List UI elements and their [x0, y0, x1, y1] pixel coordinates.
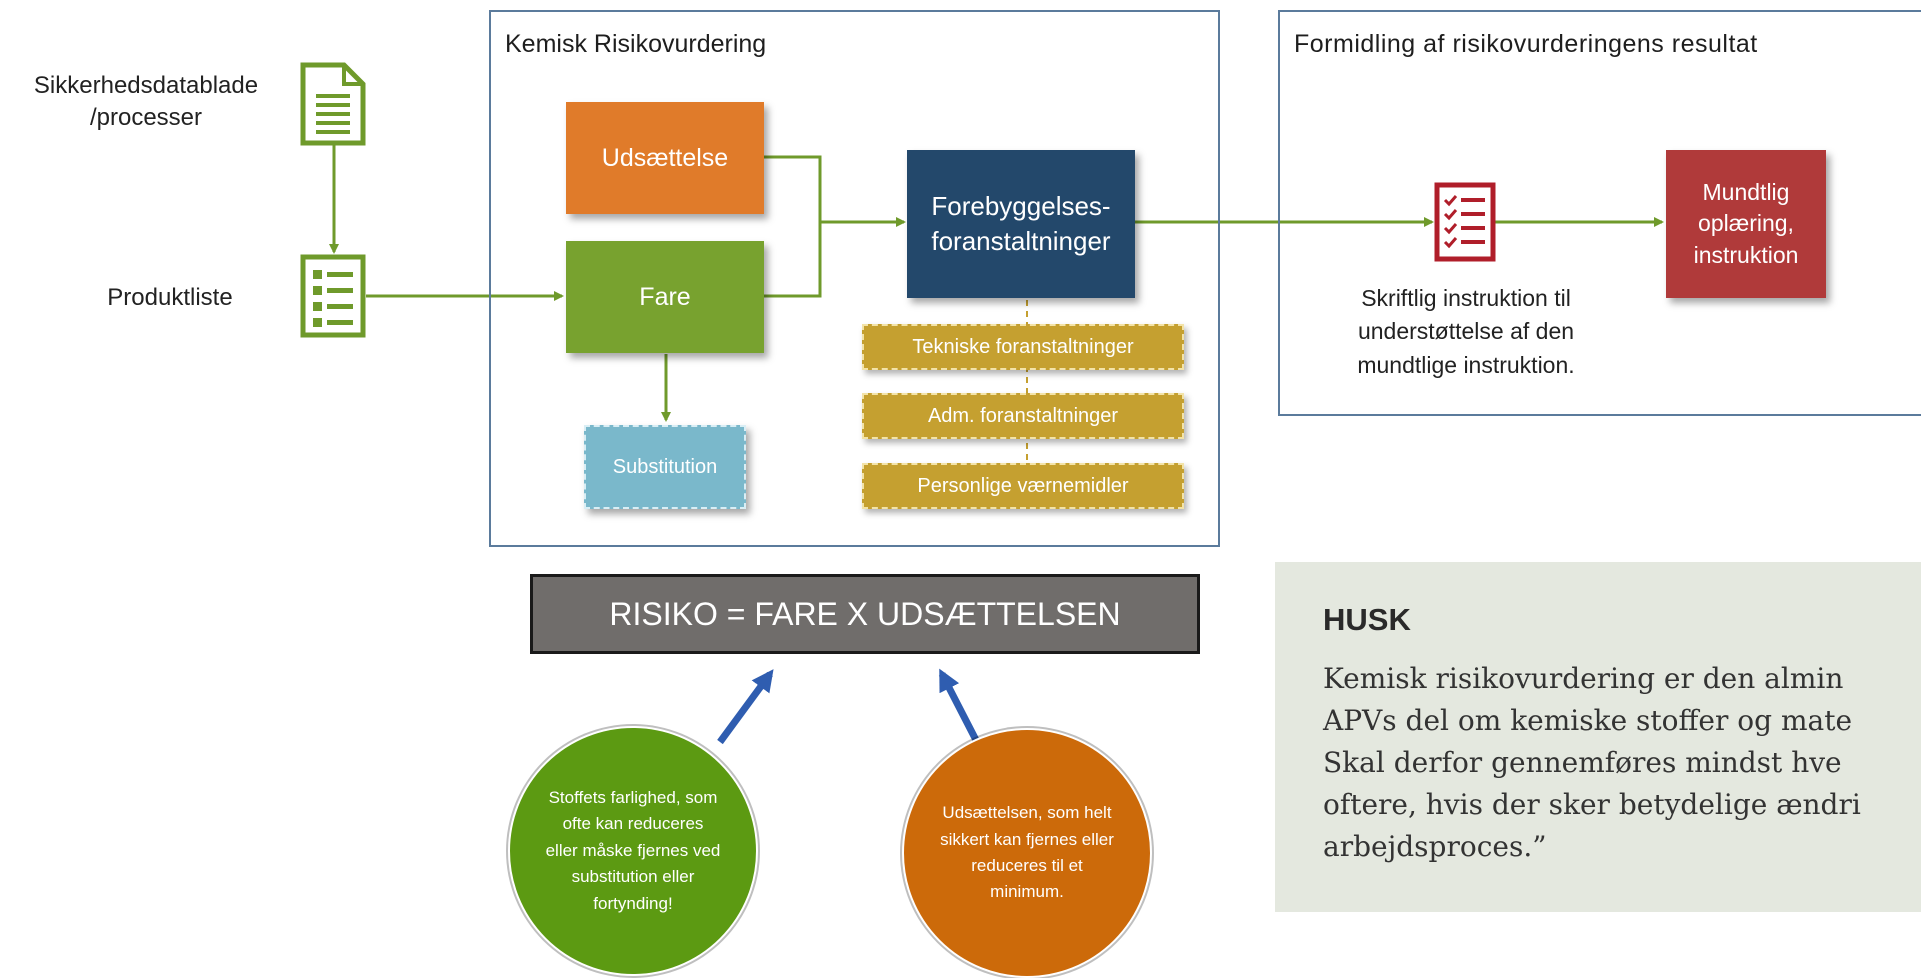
exposure-box: Udsættelse	[566, 102, 764, 214]
hazard-note-text: Stoffets farlighed, som ofte kan reducer…	[545, 788, 721, 913]
risk-formula-text: RISIKO = FARE X UDSÆTTELSEN	[609, 595, 1121, 632]
arrow-exposure-bubble-to-formula	[938, 668, 981, 744]
substitution-box: Substitution	[584, 425, 746, 509]
arrow-hazard-bubble-to-formula	[717, 669, 774, 745]
risk-assessment-panel: Kemisk Risikovurdering	[489, 10, 1220, 547]
measure-ppe-label: Personlige værnemidler	[917, 474, 1129, 497]
measure-administrative: Adm. foranstaltninger	[862, 393, 1184, 439]
measure-ppe: Personlige værnemidler	[862, 463, 1184, 509]
list-icon	[300, 254, 366, 338]
husk-note: HUSK Kemisk risikovurdering er den almin…	[1275, 562, 1921, 912]
substitution-label: Substitution	[612, 455, 718, 478]
risk-formula-box: RISIKO = FARE X UDSÆTTELSEN	[530, 574, 1200, 654]
written-instruction-label: Skriftlig instruktion til understøttelse…	[1357, 285, 1575, 378]
measure-administrative-label: Adm. foranstaltninger	[927, 404, 1119, 427]
document-icon	[300, 62, 366, 146]
hazard-box: Fare	[566, 241, 764, 353]
prevention-label: Forebyggelses- foranstaltninger	[931, 190, 1111, 256]
line-udsaettelse-merge	[764, 155, 822, 222]
sds-label: Sikkerhedsdatablade /processer	[33, 72, 259, 132]
hazard-label: Fare	[639, 282, 691, 311]
exposure-label: Udsættelse	[601, 143, 729, 172]
husk-text: Kemisk risikovurdering er den almin APVs…	[1323, 662, 1861, 863]
measure-technical-label: Tekniske foranstaltninger	[912, 335, 1134, 358]
line-fare-merge	[764, 222, 822, 298]
communication-panel-title: Formidling af risikovurderingens resulta…	[1294, 30, 1758, 58]
risk-panel-title: Kemisk Risikovurdering	[505, 30, 767, 58]
oral-training-box: Mundtlig oplæring, instruktion	[1666, 150, 1826, 298]
husk-title: HUSK	[1323, 602, 1411, 637]
measure-technical: Tekniske foranstaltninger	[862, 324, 1184, 370]
productlist-label: Produktliste	[107, 284, 233, 311]
hazard-note-bubble: Stoffets farlighed, som ofte kan reducer…	[508, 726, 758, 976]
checklist-icon	[1434, 182, 1496, 262]
exposure-note-text: Udsættelsen, som helt sikkert kan fjerne…	[940, 803, 1114, 902]
communication-panel: Formidling af risikovurderingens resulta…	[1278, 10, 1921, 416]
prevention-box: Forebyggelses- foranstaltninger	[907, 150, 1135, 298]
oral-training-label: Mundtlig oplæring, instruktion	[1693, 179, 1799, 268]
exposure-note-bubble: Udsættelsen, som helt sikkert kan fjerne…	[902, 728, 1152, 978]
